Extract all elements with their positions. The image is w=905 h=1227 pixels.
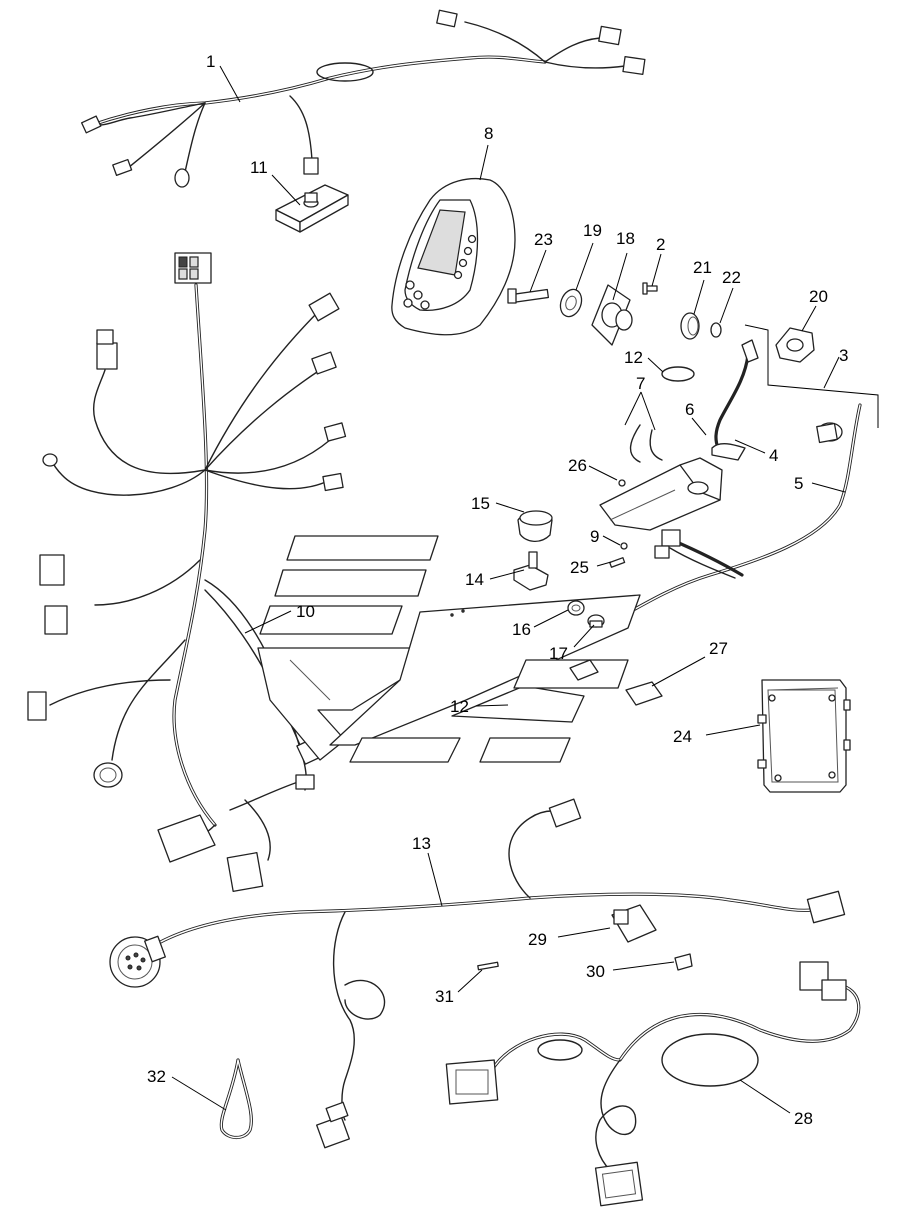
leader-lines — [171, 65, 846, 1114]
part-24-control-box — [757, 679, 851, 793]
part-14-switch — [513, 551, 549, 591]
callout-3: 3 — [839, 346, 848, 365]
part-8-display — [391, 177, 516, 336]
callout-12a: 12 — [624, 348, 643, 367]
small-mark — [450, 609, 465, 617]
callout-22: 22 — [722, 268, 741, 287]
connector-left-of-17 — [569, 659, 599, 681]
callout-4: 4 — [769, 446, 778, 465]
part-4-arm — [711, 339, 759, 461]
callout-25: 25 — [570, 558, 589, 577]
callouts: 1 2 3 4 5 6 7 8 9 10 11 12 12 13 14 15 1… — [147, 52, 848, 1128]
callout-14: 14 — [465, 570, 484, 589]
harness-28 — [445, 961, 861, 1207]
part-31-pin — [477, 961, 499, 971]
callout-24: 24 — [673, 727, 692, 746]
callout-32: 32 — [147, 1067, 166, 1086]
part-17-plug — [587, 614, 605, 628]
part-26-nut — [618, 479, 626, 487]
harness-1 — [80, 9, 646, 188]
part-27-connector — [625, 681, 663, 706]
callout-5: 5 — [794, 474, 803, 493]
part-20-knob — [775, 327, 815, 363]
callout-9: 9 — [590, 527, 599, 546]
part-9-nut — [620, 542, 628, 550]
callout-23: 23 — [534, 230, 553, 249]
part-19-nut — [559, 288, 583, 318]
callout-28: 28 — [794, 1109, 813, 1128]
part-2-screw — [642, 282, 658, 295]
harness-13 — [109, 798, 846, 1149]
part-23-bolt — [507, 288, 550, 304]
callout-31: 31 — [435, 987, 454, 1006]
part-21-washer — [680, 312, 700, 340]
harness-stub — [654, 529, 744, 579]
callout-20: 20 — [809, 287, 828, 306]
callout-17: 17 — [549, 644, 568, 663]
callout-6: 6 — [685, 400, 694, 419]
callout-30: 30 — [586, 962, 605, 981]
part-29-connector — [611, 904, 657, 943]
part-6-bracket — [599, 457, 723, 531]
callout-11: 11 — [250, 158, 268, 177]
callout-26: 26 — [568, 456, 587, 475]
decal-graphic — [257, 535, 641, 763]
callout-29: 29 — [528, 930, 547, 949]
part-15-knob — [517, 510, 553, 542]
part-11-bracket — [275, 184, 349, 233]
part-18-mount — [591, 284, 633, 346]
callout-27: 27 — [709, 639, 728, 658]
part-3-line — [744, 324, 879, 428]
callout-1: 1 — [206, 52, 215, 71]
callout-8: 8 — [484, 124, 493, 143]
callout-16: 16 — [512, 620, 531, 639]
callout-12b: 12 — [450, 697, 469, 716]
part-32-strap — [219, 1058, 253, 1140]
part-22-washer — [710, 322, 722, 338]
callout-2: 2 — [656, 235, 665, 254]
callout-15: 15 — [471, 494, 490, 513]
callout-10: 10 — [296, 602, 315, 621]
callout-21: 21 — [693, 258, 712, 277]
part-16-grommet — [567, 600, 585, 616]
callout-19: 19 — [583, 221, 602, 240]
part-7-clips — [629, 424, 663, 463]
callout-18: 18 — [616, 229, 635, 248]
harness-10 — [27, 252, 347, 892]
part-30-pin — [674, 953, 693, 971]
callout-13: 13 — [412, 834, 431, 853]
callout-7: 7 — [636, 374, 645, 393]
part-25-screw — [609, 557, 626, 568]
